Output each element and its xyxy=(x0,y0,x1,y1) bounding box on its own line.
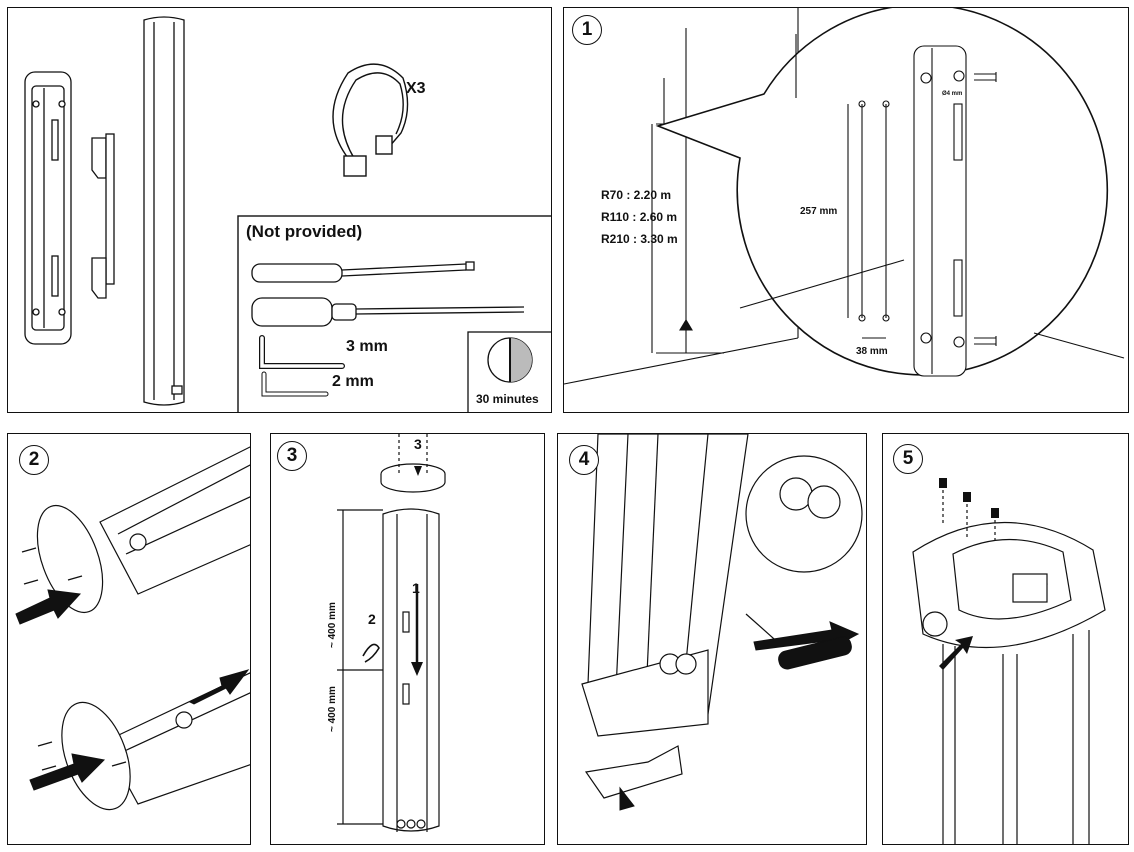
step-number: 2 xyxy=(19,445,49,475)
step-number: 4 xyxy=(569,445,599,475)
step-number: 3 xyxy=(277,441,307,471)
height-r210: R210 : 3.30 m xyxy=(601,232,678,246)
action-3-label: 3 xyxy=(414,436,422,452)
step3-panel: 3 3 1 2 ~ 400 mm ~ 400 mm xyxy=(270,433,545,845)
step4-panel: 4 xyxy=(557,433,867,845)
mounting-heights: R70 : 2.20 m R110 : 2.60 m R210 : 3.30 m xyxy=(601,188,678,246)
cable-gland-illustration xyxy=(581,434,863,811)
horizontal-spacing-label: 38 mm xyxy=(856,346,888,357)
height-r70: R70 : 2.20 m xyxy=(601,188,672,202)
step-number: 5 xyxy=(893,444,923,474)
column-clip-illustration xyxy=(337,434,446,832)
end-cap-removal-illustration xyxy=(15,446,250,811)
upper-distance-label: ~ 400 mm xyxy=(327,602,338,648)
parts-illustration xyxy=(24,16,551,412)
parts-panel: X3 (Not provided) 3 mm 2 mm 30 minutes xyxy=(7,7,552,413)
wall-mount-illustration xyxy=(564,8,1125,385)
duration-label: 30 minutes xyxy=(476,392,539,406)
vertical-spacing-label: 257 mm xyxy=(800,206,838,217)
height-r110: R110 : 2.60 m xyxy=(601,210,678,224)
step-number: 1 xyxy=(572,15,602,45)
step1-panel: 1 R70 : 2.20 m R110 : 2.60 m R210 : 3.30… xyxy=(563,7,1129,413)
action-1-label: 1 xyxy=(412,580,420,596)
end-cap-wiring-illustration xyxy=(912,478,1106,844)
lower-distance-label: ~ 400 mm xyxy=(327,686,338,732)
hex-key-3mm-label: 3 mm xyxy=(346,338,388,355)
action-2-label: 2 xyxy=(368,611,376,627)
hex-key-2mm-label: 2 mm xyxy=(332,373,374,390)
not-provided-heading: (Not provided) xyxy=(246,222,363,241)
clip-quantity: X3 xyxy=(406,80,426,97)
step5-panel: 5 xyxy=(882,433,1129,845)
screw-diameter-note: Ø4 mm xyxy=(942,91,963,97)
step2-panel: 2 xyxy=(7,433,251,845)
